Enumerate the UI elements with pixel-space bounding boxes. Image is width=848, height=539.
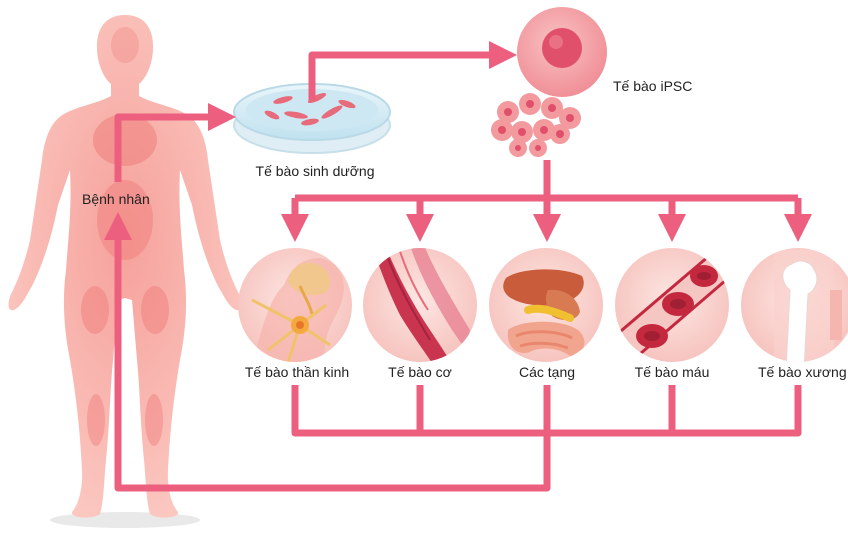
dish-label: Tế bào sinh dưỡng	[256, 163, 375, 179]
target-label-neuron: Tế bào thần kinh	[245, 364, 349, 380]
organs-icon	[489, 248, 603, 362]
patient-label: Bệnh nhân	[82, 191, 150, 207]
muscle-fiber-icon	[363, 245, 477, 372]
ipsc-label: Tế bào iPSC	[613, 78, 692, 94]
target-label-muscle: Tế bào cơ	[388, 364, 452, 380]
human-body-figure	[9, 15, 242, 528]
target-label-blood: Tế bào máu	[635, 364, 710, 380]
neuron-brain-icon	[238, 248, 352, 370]
bone-icon	[741, 248, 848, 370]
target-label-organs: Các tạng	[519, 364, 575, 380]
ipsc-cluster-icon	[491, 93, 581, 157]
ipsc-cell-icon	[517, 7, 607, 97]
target-label-bone: Tế bào xương	[758, 364, 847, 380]
blood-cells-icon	[600, 248, 740, 370]
